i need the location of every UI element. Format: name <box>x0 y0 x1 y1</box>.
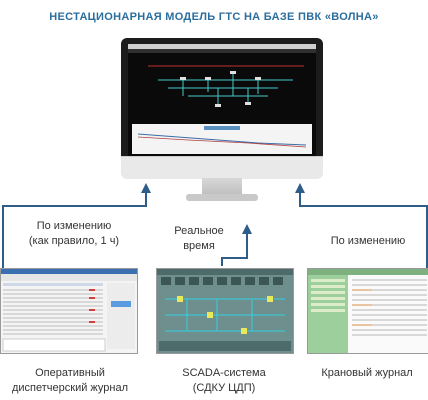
dispatcher-caption-line-2: диспетчерский журнал <box>11 382 129 394</box>
dispatcher-log-caption: Оперативный диспетчерский журнал <box>0 366 140 396</box>
monitor-base <box>186 194 258 201</box>
left-link-label: По изменению (как правило, 1 ч) <box>18 219 130 249</box>
left-link-line-2: (как правило, 1 ч) <box>28 235 120 247</box>
left-link-line-1: По изменению <box>36 220 112 232</box>
scada-screenshot <box>156 268 294 354</box>
crane-log-screenshot <box>307 268 428 354</box>
center-link-line-2: время <box>183 240 215 252</box>
right-arrow-head <box>295 183 305 193</box>
dispatcher-log-screenshot <box>0 268 138 354</box>
crane-log-caption: Крановый журнал <box>321 367 413 379</box>
left-arrow-head <box>141 183 151 193</box>
center-arrow-head <box>242 224 252 234</box>
model-screen <box>128 44 316 156</box>
right-link-label: По изменению <box>330 235 406 247</box>
dispatcher-caption-line-1: Оперативный <box>35 367 105 379</box>
diagram-title: НЕСТАЦИОНАРНАЯ МОДЕЛЬ ГТС НА БАЗЕ ПВК «В… <box>49 11 379 23</box>
scada-caption: SCADA-система (СДКУ ЦДП) <box>160 366 288 396</box>
monitor-chin <box>121 156 323 179</box>
center-link-label: Реальное время <box>166 224 232 254</box>
center-link-line-1: Реальное <box>174 225 224 237</box>
scada-caption-line-1: SCADA-система <box>182 367 266 379</box>
scada-caption-line-2: (СДКУ ЦДП) <box>192 382 256 394</box>
monitor-stand <box>202 178 242 196</box>
